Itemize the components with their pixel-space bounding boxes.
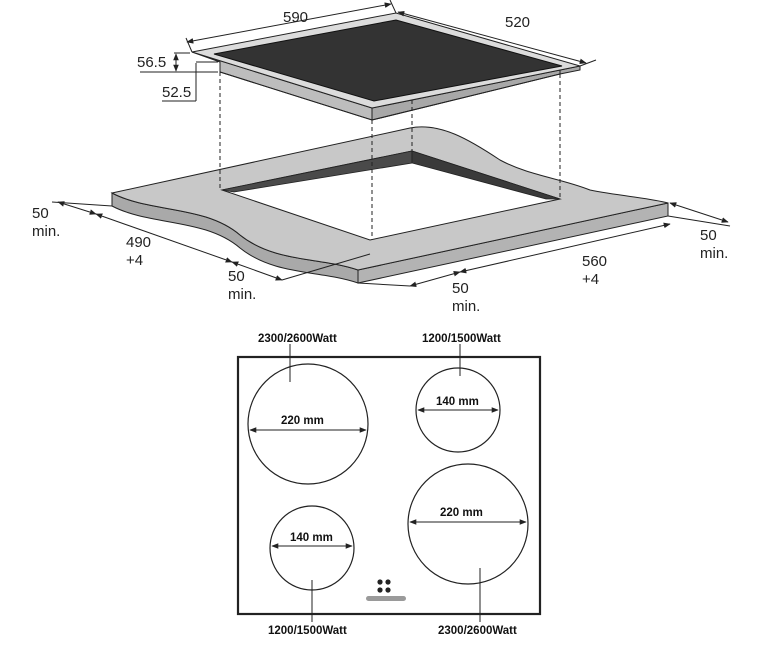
zone-power-label: 2300/2600Watt xyxy=(438,625,517,637)
hob-glass-top xyxy=(213,19,563,102)
zone-power-label: 1200/1500Watt xyxy=(422,333,501,345)
label-left-clearance-unit: min. xyxy=(32,223,60,240)
zone-circle xyxy=(269,505,355,591)
control-dot-icon xyxy=(377,587,383,593)
dimension-labels: 590 520 56.5 52.5 50 min. 490 +4 50 min.… xyxy=(32,9,728,315)
control-dot-icon xyxy=(377,579,383,585)
zone-bottom-left: 1200/1500Watt 140 mm xyxy=(268,505,355,637)
zone-diameter-label: 220 mm xyxy=(281,415,324,427)
label-left-clearance: 50 xyxy=(32,205,49,222)
zone-power-label: 2300/2600Watt xyxy=(258,333,337,345)
label-cutout-width-tol: +4 xyxy=(582,271,599,288)
cutout-right-wall xyxy=(411,150,561,200)
control-panel xyxy=(366,579,406,601)
label-cutout-depth: 490 xyxy=(126,234,151,251)
zone-diameter-label: 140 mm xyxy=(290,532,333,544)
label-right-clearance: 50 xyxy=(700,227,717,244)
zone-top-right: 1200/1500Watt 140 mm xyxy=(415,333,501,453)
label-front-clearance-right: 50 xyxy=(452,280,469,297)
label-thickness-under: 52.5 xyxy=(162,84,191,101)
label-cutout-depth-tol: +4 xyxy=(126,252,143,269)
zone-circle xyxy=(407,463,529,585)
label-cutout-width: 560 xyxy=(582,253,607,270)
zone-diameter-label: 220 mm xyxy=(440,507,483,519)
zone-circle xyxy=(247,363,369,485)
countertop-top-surface xyxy=(110,126,669,271)
projection-lines xyxy=(219,72,561,240)
zone-diameter-label: 140 mm xyxy=(436,396,479,408)
cooktop-layout: 2300/2600Watt 220 mm 1200/1500Watt 140 m… xyxy=(236,333,542,637)
label-hob-width: 590 xyxy=(283,9,308,26)
zone-bottom-right: 2300/2600Watt 220 mm xyxy=(407,463,529,637)
label-right-clearance-unit: min. xyxy=(700,245,728,262)
label-front-clearance-left-unit: min. xyxy=(228,286,256,303)
label-front-clearance-left: 50 xyxy=(228,268,245,285)
control-dot-icon xyxy=(385,579,391,585)
label-hob-depth: 520 xyxy=(505,14,530,31)
control-dot-icon xyxy=(385,587,391,593)
zone-power-label: 1200/1500Watt xyxy=(268,625,347,637)
dimension-lines xyxy=(51,0,731,287)
label-front-clearance-right-unit: min. xyxy=(452,298,480,315)
label-thickness-total: 56.5 xyxy=(137,54,166,71)
control-slider xyxy=(366,596,406,601)
zone-top-left: 2300/2600Watt 220 mm xyxy=(247,333,369,485)
